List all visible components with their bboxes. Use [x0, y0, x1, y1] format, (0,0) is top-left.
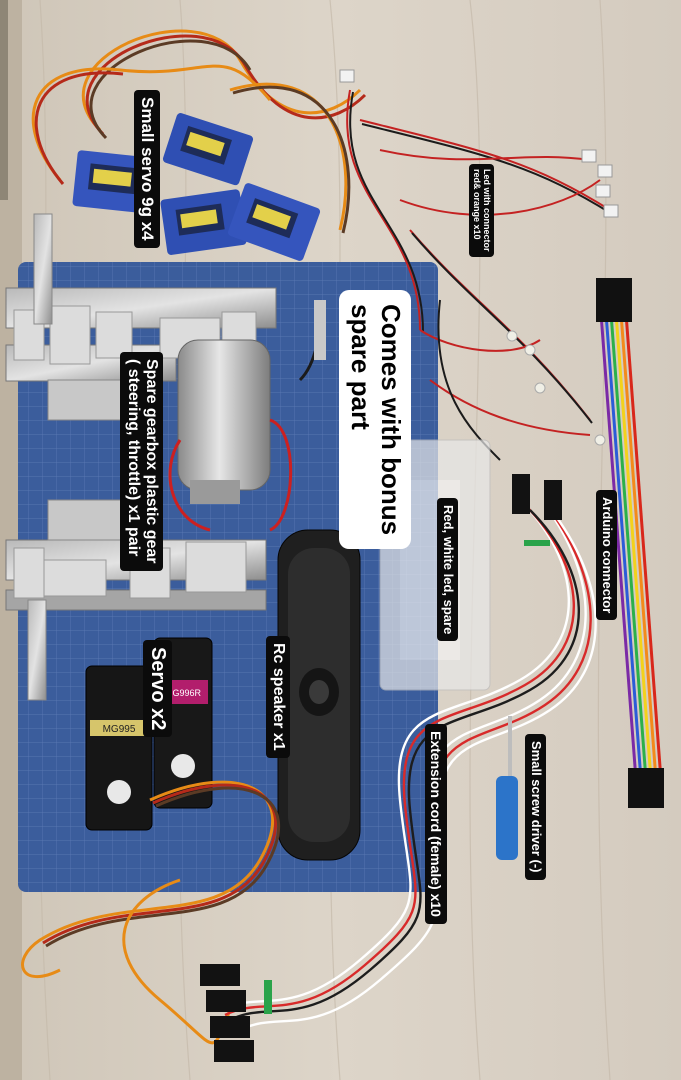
led-bulbs [506, 330, 606, 446]
servo-model-text: MG995 [103, 724, 136, 735]
arduino-jumper-wires [598, 299, 663, 781]
speaker [277, 529, 361, 861]
label-bonus-spare-part: Comes with bonus spare part [339, 290, 411, 550]
led-wires [346, 89, 613, 461]
cord-ties [264, 540, 550, 1014]
screwdriver [496, 716, 518, 860]
label-red-white-led: Red, white led, spare [437, 498, 458, 642]
label-led-connector: Led with connector red& orange x10 [469, 164, 494, 257]
label-arduino-connector: Arduino connector [596, 490, 617, 621]
small-servos [72, 113, 321, 261]
label-rc-speaker: Rc speaker x1 [265, 636, 290, 758]
jumper-headers [596, 278, 664, 808]
led-connectors [339, 69, 619, 218]
servo-model-text-2: MG996R [165, 688, 202, 698]
label-extension-cord: Extension cord (female) x10 [424, 724, 447, 924]
gearbox-lower [5, 499, 267, 701]
cord-connectors [200, 474, 562, 1062]
motor [168, 299, 326, 532]
label-screw-driver: Small screw driver (-) [525, 734, 546, 880]
servo-wires [31, 29, 367, 234]
label-small-servo: Small servo 9g x4 [134, 90, 160, 248]
label-servo-x2: Servo x2 [143, 640, 172, 738]
label-spare-gearbox: Spare gearbox plastic gear ( steering, t… [120, 352, 163, 571]
